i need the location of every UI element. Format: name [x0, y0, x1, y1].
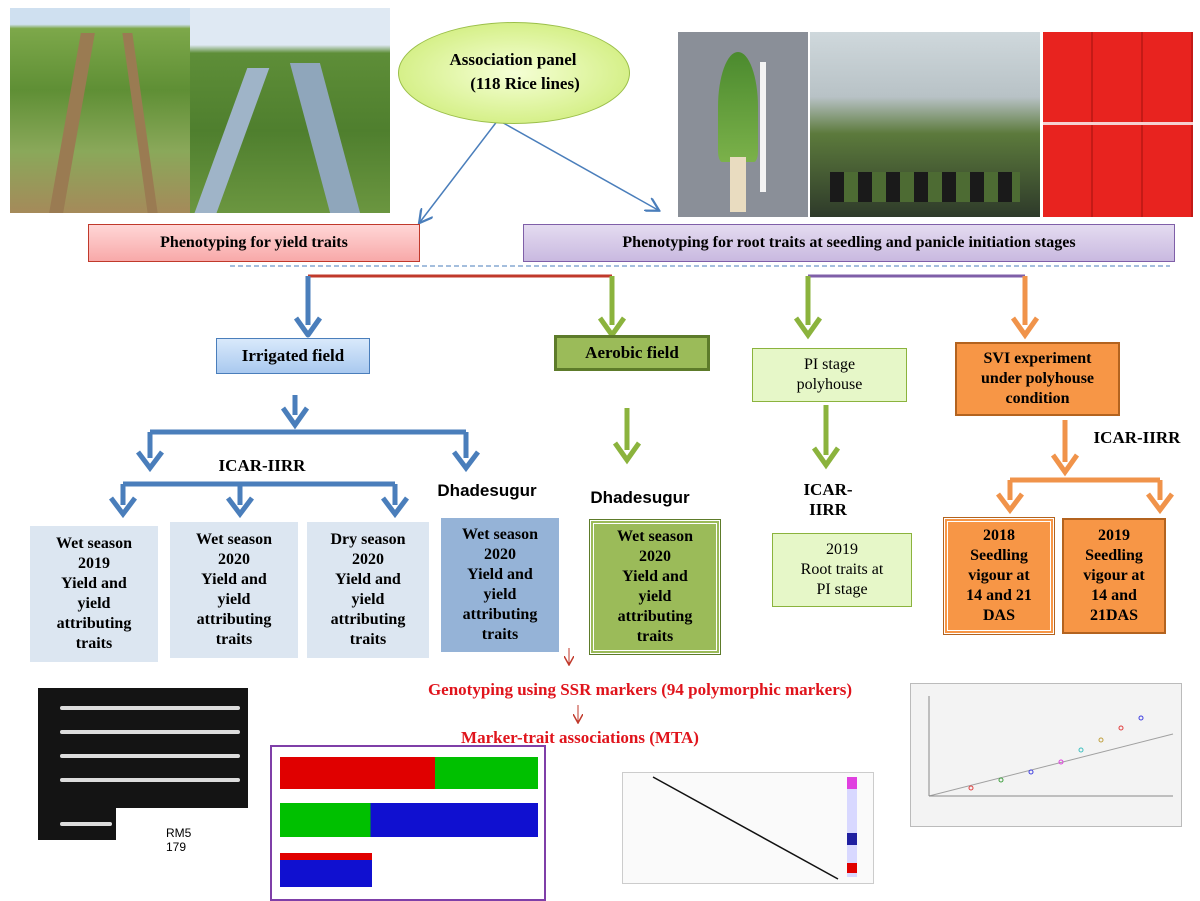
trial-wet-2020-dhadesugur: Wet season 2020 Yield and yield attribut… [441, 518, 559, 652]
structure-plot [270, 745, 546, 901]
gel-image-lower [38, 808, 116, 840]
icar-iirr-svi-label: ICAR-IIRR [1093, 428, 1181, 447]
association-panel-subtitle: (118 Rice lines) [470, 74, 580, 93]
root-scan-photo [1043, 32, 1193, 217]
phenotyping-yield-box: Phenotyping for yield traits [88, 224, 420, 262]
field-photo-2 [190, 8, 390, 213]
icar-iirr-irrigated-label: ICAR-IIRR [218, 456, 306, 475]
aerobic-field-box: Aerobic field [554, 335, 710, 371]
mta-title: Marker-trait associations (MTA) [461, 728, 699, 747]
gel-marker-label: RM5 179 [166, 826, 192, 854]
trial-seedling-vigour-2019: 2019 Seedling vigour at 14 and 21DAS [1062, 518, 1166, 634]
trial-wet-2019: Wet season 2019 Yield and yield attribut… [30, 526, 158, 662]
ld-heatmap [622, 772, 874, 884]
polyhouse-photo [810, 32, 1040, 217]
gel-image [38, 688, 248, 808]
trial-wet-2020-icar: Wet season 2020 Yield and yield attribut… [170, 522, 298, 658]
irrigated-field-box: Irrigated field [216, 338, 370, 374]
field-photo-1 [10, 8, 190, 213]
dhadesugur-irrigated-label: Dhadesugur [437, 481, 537, 500]
svi-experiment-box: SVI experiment under polyhouse condition [955, 342, 1120, 416]
icar-iirr-pi-label: ICAR- IIRR [803, 480, 853, 519]
phenotyping-root-box: Phenotyping for root traits at seedling … [523, 224, 1175, 262]
dhadesugur-aerobic-label: Dhadesugur [590, 488, 690, 507]
arrow-panel-to-root [497, 119, 658, 210]
trial-seedling-vigour-2018: 2018 Seedling vigour at 14 and 21 DAS [944, 518, 1054, 634]
root-photo [678, 32, 808, 217]
trial-root-2019: 2019 Root traits at PI stage [772, 533, 912, 607]
arrow-panel-to-yield [420, 119, 499, 222]
association-panel-title: Association panel [449, 50, 577, 69]
genotyping-title: Genotyping using SSR markers (94 polymor… [427, 680, 853, 699]
pi-stage-polyhouse-box: PI stage polyhouse [752, 348, 907, 402]
trial-wet-2020-aerobic: Wet season 2020 Yield and yield attribut… [590, 520, 720, 654]
qq-plot [910, 683, 1182, 827]
association-panel-ellipse [398, 22, 630, 124]
trial-dry-2020: Dry season 2020 Yield and yield attribut… [307, 522, 429, 658]
